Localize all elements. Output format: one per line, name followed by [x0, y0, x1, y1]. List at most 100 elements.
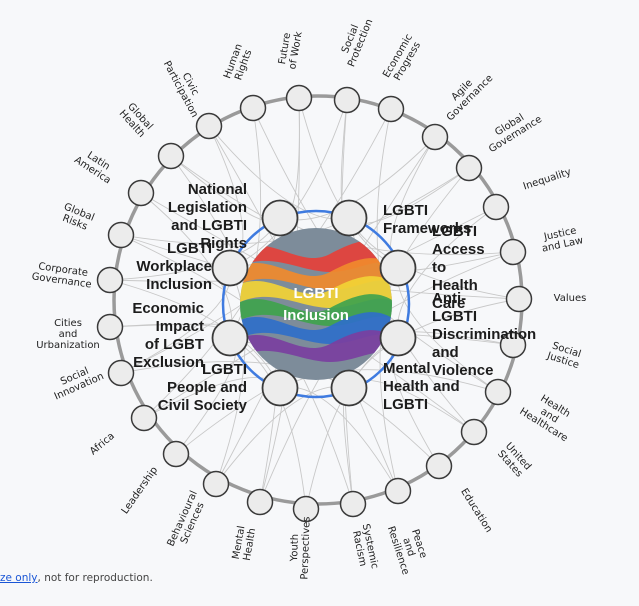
key-node-national-legislation-and-lgbti-rights[interactable] — [261, 199, 299, 237]
label-future-of-work: Futureof Work — [276, 29, 304, 71]
label-line: Youth — [289, 534, 301, 563]
key-label-line: and — [432, 344, 459, 361]
label-leadership: Leadership — [120, 465, 161, 516]
node-systemic-racism[interactable] — [339, 490, 367, 518]
label-united-states: UnitedStates — [495, 441, 533, 480]
label-africa: Africa — [88, 431, 117, 458]
node-behavioural-sciences[interactable] — [202, 470, 230, 498]
node-social-justice[interactable] — [499, 331, 527, 359]
label-line: Urbanization — [36, 340, 100, 351]
key-label-line: of LGBT — [145, 336, 204, 353]
key-node-economic-impact-of-lgbt-exclusion[interactable] — [211, 319, 249, 357]
key-label-line: Health and — [383, 378, 460, 395]
label-youth-perspectives: YouthPerspectives — [288, 516, 312, 580]
key-node-lgbti-access-to-health-care[interactable] — [379, 249, 417, 287]
node-youth-perspectives[interactable] — [292, 495, 320, 523]
key-label-line: Civil Society — [158, 397, 248, 414]
label-social-protection: SocialProtection — [336, 13, 375, 68]
key-node-lgbti-people-and-civil-society[interactable] — [261, 369, 299, 407]
key-label-line: LGBTI — [167, 240, 212, 257]
inner-ring — [221, 209, 411, 399]
node-global-risks[interactable] — [107, 221, 135, 249]
key-node-anti-lgbti-discrimination-and-violence[interactable] — [379, 319, 417, 357]
key-node-lgbti-frameworks[interactable] — [330, 199, 368, 237]
node-global-governance[interactable] — [455, 154, 483, 182]
key-label-line: Mental — [383, 360, 431, 377]
node-health-and-healthcare[interactable] — [484, 378, 512, 406]
label-civic-participation: CivicParticipation — [161, 54, 210, 119]
label-agile-governance: AgileGovernance — [437, 65, 495, 123]
node-peace-and-resilience[interactable] — [384, 477, 412, 505]
node-leadership[interactable] — [162, 440, 190, 468]
node-social-protection[interactable] — [333, 86, 361, 114]
node-values[interactable] — [505, 285, 533, 313]
label-peace-and-resilience: PeaceandResilience — [385, 518, 432, 576]
key-label-line: LGBTI — [383, 396, 428, 413]
footer-text: , not for reproduction. — [37, 572, 153, 584]
node-global-health[interactable] — [157, 142, 185, 170]
node-cities-and-urbanization[interactable] — [96, 313, 124, 341]
key-label-line: Anti- — [432, 290, 466, 307]
node-united-states[interactable] — [460, 418, 488, 446]
node-corporate-governance[interactable] — [96, 266, 124, 294]
label-systemic-racism: SystemicRacism — [349, 523, 380, 572]
key-label-line: Discrimination — [432, 326, 536, 343]
node-education[interactable] — [425, 452, 453, 480]
label-line: Inequality — [522, 167, 573, 193]
node-future-of-work[interactable] — [285, 84, 313, 112]
key-label-line: LGBTI — [432, 308, 477, 325]
key-label-line: Workplace — [136, 258, 212, 275]
label-global-governance: GlobalGovernance — [481, 105, 544, 156]
label-justice-and-law: Justiceand Law — [539, 224, 585, 254]
node-human-rights[interactable] — [239, 94, 267, 122]
node-justice-and-law[interactable] — [499, 238, 527, 266]
label-line: Perspectives — [299, 516, 312, 579]
label-global-health: GlobalHealth — [117, 101, 155, 140]
key-label-line: LGBTI — [383, 202, 428, 219]
key-label-line: Legislation — [168, 199, 247, 216]
label-line: Values — [554, 293, 587, 304]
key-label-line: and LGBTI — [171, 217, 247, 234]
label-behavioural-sciences: BehaviouralSciences — [166, 489, 210, 552]
key-node-mental-health-and-lgbti[interactable] — [330, 369, 368, 407]
node-social-innovation[interactable] — [107, 359, 135, 387]
node-economic-progress[interactable] — [377, 95, 405, 123]
key-label-line: Rights — [200, 235, 247, 252]
node-africa[interactable] — [130, 404, 158, 432]
label-health-and-healthcare: HealthandHealthcare — [517, 387, 581, 444]
key-label-line: Violence — [432, 362, 493, 379]
label-corporate-governance: CorporateGovernance — [31, 260, 94, 290]
label-human-rights: HumanRights — [222, 42, 255, 83]
label-social-justice: SocialJustice — [545, 340, 584, 371]
label-education: Education — [458, 487, 494, 535]
connection-line — [279, 217, 514, 255]
label-line: Cities — [54, 318, 82, 329]
usage-link[interactable]: ze only — [0, 572, 38, 584]
node-mental-health[interactable] — [246, 488, 274, 516]
node-latin-america[interactable] — [127, 179, 155, 207]
label-line: and — [59, 329, 78, 340]
label-social-innovation: SocialInnovation — [48, 361, 105, 403]
center-image — [240, 228, 392, 380]
key-label-line: to — [432, 259, 446, 276]
label-mental-health: MentalHealth — [231, 525, 259, 562]
rainbow-flag — [240, 240, 392, 362]
key-label-line: Health — [432, 277, 478, 294]
label-line: Leadership — [120, 465, 161, 516]
node-agile-governance[interactable] — [421, 123, 449, 151]
node-inequality[interactable] — [482, 193, 510, 221]
node-civic-participation[interactable] — [195, 112, 223, 140]
key-label-line: Economic — [132, 300, 204, 317]
key-label-line: LGBTI — [202, 361, 247, 378]
key-label-line: Inclusion — [146, 276, 212, 293]
key-node-lgbti-workplace-inclusion[interactable] — [211, 249, 249, 287]
key-label-line: Frameworks — [383, 220, 471, 237]
